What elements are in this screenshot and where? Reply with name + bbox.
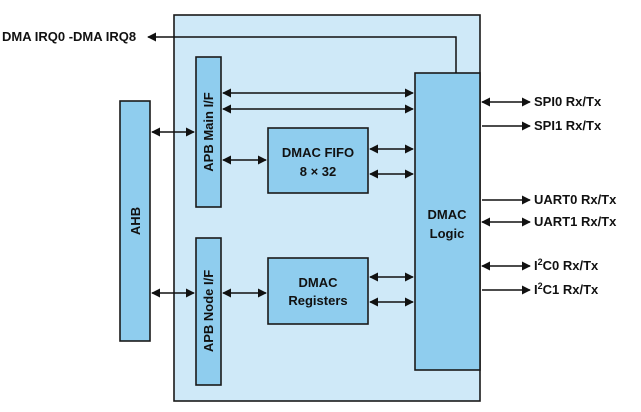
- spi1-label: SPI1 Rx/Tx: [534, 118, 602, 133]
- ahb-block: [119, 100, 151, 342]
- apb-main-label: APB Main I/F: [201, 92, 216, 172]
- i2c1-label-post: C1 Rx/Tx: [543, 282, 599, 297]
- logic-label-line1: DMAC: [428, 207, 468, 222]
- fifo-label-line2: 8 × 32: [300, 164, 337, 179]
- registers-label-line2: Registers: [288, 293, 347, 308]
- uart1-label: UART1 Rx/Tx: [534, 214, 617, 229]
- dmac-logic-block: [414, 72, 481, 371]
- registers-label-line1: DMAC: [299, 275, 339, 290]
- dmac-registers-block: [267, 257, 369, 325]
- irq-connector: [147, 32, 457, 73]
- i2c0-label-post: C0 Rx/Tx: [543, 258, 599, 273]
- apb-node-label: APB Node I/F: [201, 270, 216, 352]
- i2c0-label-pre: I: [534, 258, 538, 273]
- i2c1-label-sup: 2: [538, 281, 543, 291]
- dmac-fifo-block: [267, 127, 369, 194]
- i2c1-label: I2C1 Rx/Tx: [534, 281, 599, 297]
- apb-node-if-block: [195, 237, 222, 386]
- i2c0-label: I2C0 Rx/Tx: [534, 257, 599, 273]
- irq-label: DMA IRQ0 -DMA IRQ8: [2, 29, 136, 44]
- uart0-label: UART0 Rx/Tx: [534, 192, 617, 207]
- i2c1-label-pre: I: [534, 282, 538, 297]
- ahb-label: AHB: [128, 207, 143, 235]
- spi0-label: SPI0 Rx/Tx: [534, 94, 602, 109]
- fifo-label-line1: DMAC FIFO: [282, 145, 354, 160]
- i2c0-label-sup: 2: [538, 257, 543, 267]
- apb-main-if-block: [195, 56, 222, 208]
- logic-label-line2: Logic: [430, 226, 465, 241]
